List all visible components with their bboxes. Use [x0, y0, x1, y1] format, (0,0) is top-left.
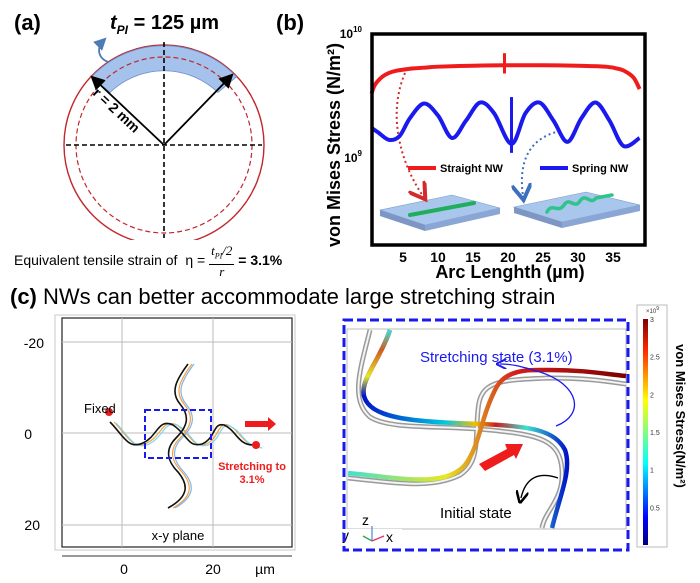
- x-tick-20: 20: [205, 561, 221, 577]
- spring-pointer-icon: [522, 130, 561, 196]
- x-axis-label: Arc Lenghth (µm): [435, 262, 584, 282]
- stretched-state-tubes: [347, 329, 627, 529]
- strain-fraction: tPI/2 r: [209, 244, 235, 279]
- y-tick-neg20: -20: [24, 335, 44, 351]
- plot-frame: [370, 32, 647, 247]
- panel-a-label: (a): [14, 10, 41, 35]
- initial-state-label: Initial state: [440, 505, 512, 522]
- eta-symbol: η =: [185, 252, 206, 268]
- colorbar-tick-label: 0.5: [650, 505, 660, 512]
- x-tick-label: 10: [430, 249, 446, 265]
- stretch-direction-arrow-icon: [245, 417, 276, 431]
- plane-label: x-y plane: [152, 528, 205, 543]
- x-tick-label: 35: [605, 249, 621, 265]
- initial-nw-traces: [109, 363, 254, 509]
- panel-a-diagram: r = 2 mm: [63, 37, 265, 240]
- y-tick-20: 20: [24, 517, 40, 533]
- x-tick-label: 15: [465, 249, 481, 265]
- y-tick-0: 0: [24, 426, 32, 442]
- equation-result: = 3.1%: [238, 252, 283, 268]
- zoom-region-box: [144, 409, 212, 459]
- stretch-arrow-icon: [479, 444, 523, 471]
- panel-b-label: (b): [276, 10, 305, 35]
- zoomed-3d-view: Stretching state (3.1%) Initial state y …: [342, 304, 688, 554]
- colorbar-tick-label: 1.5: [650, 430, 660, 437]
- fraction-denominator: r: [219, 263, 225, 279]
- stretch-label-line1: Stretching to: [218, 461, 286, 473]
- thickness-value: = 125 µm: [133, 12, 220, 34]
- fraction-numerator: tPI/2: [209, 244, 235, 265]
- legend-straight-label: Straight NW: [440, 163, 504, 175]
- stretching-pointer-icon: [500, 364, 576, 427]
- x-tick-label: 30: [570, 249, 586, 265]
- thickness-annotation: tPI = 125 µm: [110, 12, 219, 37]
- inset-straight-nw: [378, 194, 501, 231]
- colorbar-tick-label: 2: [650, 392, 654, 399]
- panel-c-label: (c): [10, 284, 37, 309]
- radius-arrow-right: [163, 73, 234, 146]
- series-line-spring-nw: [370, 100, 641, 149]
- panel-c-title: NWs can better accommodate large stretch…: [43, 284, 556, 309]
- colorbar-label: von Mises Stress(N/m²): [673, 344, 688, 488]
- stretch-label-line2: 3.1%: [239, 474, 264, 486]
- x-tick-label: 25: [535, 249, 551, 265]
- strain-equation: Equivalent tensile strain of η = tPI/2 r…: [14, 244, 282, 279]
- straight-pointer-icon: [395, 72, 423, 196]
- inset-spring-nw: [512, 191, 641, 228]
- triad-x-label: x: [386, 529, 393, 545]
- equation-prefix: Equivalent tensile strain of: [14, 252, 178, 268]
- colorbar-tick-label: 2.5: [650, 355, 660, 362]
- x-unit: µm: [255, 561, 275, 577]
- x-tick-label: 20: [500, 249, 516, 265]
- thickness-pointer-icon: [93, 37, 109, 63]
- thickness-symbol: t: [110, 12, 117, 34]
- colorbar-tick-label: 3: [650, 317, 654, 324]
- x-tick-label: 5: [399, 249, 407, 265]
- colorbar-multiplier: ×109: [646, 306, 659, 315]
- triad-y-axis-icon: [362, 535, 373, 542]
- panel-c-title-row: (c) NWs can better accommodate large str…: [10, 284, 555, 310]
- colorbar-frame: [636, 304, 668, 548]
- triad-z-label: z: [362, 512, 369, 528]
- colorbar-tick-label: 1: [650, 468, 654, 475]
- stretch-point-icon: [252, 441, 260, 449]
- stretching-state-label: Stretching state (3.1%): [420, 349, 573, 366]
- colorbar-gradient: [643, 319, 648, 545]
- y-axis-label: von Mises Stress (N/m²): [324, 43, 344, 247]
- xy-plane-plot: -20 0 20 0 20 µm x-y plane Fixed Stretch…: [24, 314, 296, 577]
- zoom-region-border: [342, 318, 630, 552]
- fixed-label: Fixed: [84, 401, 116, 416]
- legend-spring-label: Spring NW: [572, 163, 629, 175]
- stress-chart: von Mises Stress (N/m²) 1010 109 5 10 15 20…: [324, 25, 647, 282]
- radius-arrow-left: [90, 75, 165, 146]
- thickness-subscript: PI: [116, 23, 129, 37]
- y-tick-1e10: 1010: [340, 25, 363, 41]
- y-tick-1e9: 109: [344, 149, 362, 165]
- initial-pointer-icon: [521, 474, 559, 498]
- fixed-point-icon: [105, 408, 113, 416]
- triad-x-axis-icon: [371, 535, 385, 542]
- x-tick-0: 0: [120, 561, 128, 577]
